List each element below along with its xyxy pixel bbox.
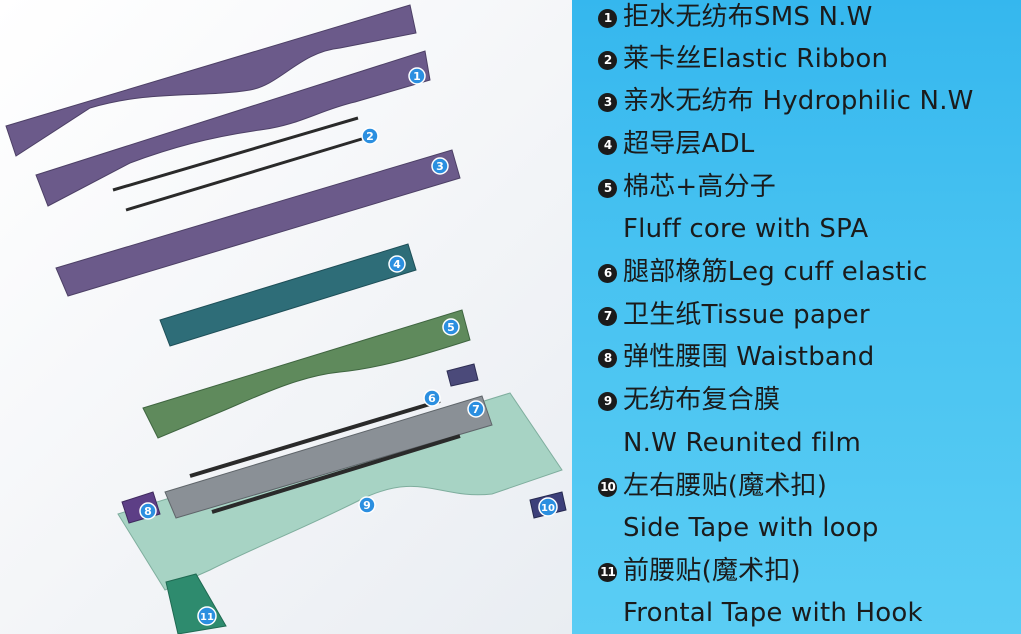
legend-item-9: 9 无纺布复合膜 [598,385,780,415]
marker-10: 10 [538,497,558,517]
legend-item-11-sub: Frontal Tape with Hook [598,598,923,628]
svg-text:11: 11 [200,612,214,623]
layer-fluff-core [142,309,471,439]
marker-5: 5 [442,318,460,336]
marker-6: 6 [423,389,441,407]
legend-label: 拒水无纺布SMS N.W [623,2,873,32]
layer-tissue-paper [164,395,493,519]
elastic-ribbon-b [125,136,366,212]
layer-third-purple [55,149,461,297]
number-badge: 5 [598,179,617,198]
legend-label: 莱卡丝Elastic Ribbon [623,44,889,74]
legend-label: 卫生纸Tissue paper [623,300,870,330]
legend-label: 棉芯+高分子 [623,172,776,202]
legend-item-3: 3 亲水无纺布 Hydrophilic N.W [598,86,974,116]
number-badge: 3 [598,93,617,112]
marker-3: 3 [431,157,449,175]
number-badge: 1 [598,9,617,28]
legend-item-9-sub: N.W Reunited film [598,428,861,458]
legend-item-10-sub: Side Tape with loop [598,513,879,543]
svg-text:7: 7 [472,403,480,416]
legend-label: 前腰贴(魔术扣) [623,556,801,586]
legend-label: 无纺布复合膜 [623,385,781,415]
legend-label: Side Tape with loop [623,513,879,543]
legend-item-1: 1 拒水无纺布SMS N.W [598,2,873,32]
elastic-ribbon-a [112,116,359,192]
exploded-diagram: 1 2 3 4 5 6 7 8 9 10 11 [0,0,572,634]
marker-4: 4 [388,255,406,273]
legend-item-6: 6 腿部橡筋Leg cuff elastic [598,257,928,287]
number-badge: 7 [598,307,617,326]
svg-text:1: 1 [413,70,421,83]
frontal-tape [165,573,227,634]
legend-label: 腿部橡筋Leg cuff elastic [623,257,928,287]
number-badge: 10 [598,478,617,497]
legend-label: Frontal Tape with Hook [623,598,923,628]
legend-panel: 1 拒水无纺布SMS N.W 2 莱卡丝Elastic Ribbon 3 亲水无纺布 … [572,0,1021,634]
svg-text:5: 5 [447,321,455,334]
svg-text:4: 4 [393,258,401,271]
number-badge: 8 [598,349,617,368]
legend-label: 超导层ADL [623,129,755,159]
svg-text:9: 9 [363,499,371,512]
legend-label: 弹性腰围 Waistband [623,342,875,372]
marker-9: 9 [358,496,376,514]
marker-2: 2 [361,127,379,145]
number-badge: 4 [598,136,617,155]
layer-adl [159,243,417,347]
waistband-top [446,363,479,387]
svg-text:8: 8 [144,505,152,518]
svg-text:6: 6 [428,392,436,405]
legend-item-2: 2 莱卡丝Elastic Ribbon [598,44,888,74]
svg-text:10: 10 [541,503,555,514]
legend-label: N.W Reunited film [623,428,862,458]
marker-11: 11 [197,606,217,626]
number-badge: 6 [598,264,617,283]
layer-sms-nw [5,4,417,157]
marker-8: 8 [139,502,157,520]
legend-item-5: 5 棉芯+高分子 [598,172,776,202]
legend-label: 亲水无纺布 Hydrophilic N.W [623,86,974,116]
legend-item-5-sub: Fluff core with SPA [598,214,868,244]
leg-cuff-elastic-a [189,399,441,478]
svg-text:2: 2 [366,130,374,143]
legend-item-7: 7 卫生纸Tissue paper [598,300,870,330]
svg-text:3: 3 [436,160,444,173]
legend-item-11: 11 前腰贴(魔术扣) [598,556,801,586]
number-badge: 2 [598,51,617,70]
legend-item-8: 8 弹性腰围 Waistband [598,342,874,372]
legend-item-10: 10 左右腰贴(魔术扣) [598,471,827,501]
diaper-layers-svg: 1 2 3 4 5 6 7 8 9 10 11 [5,4,567,634]
leg-cuff-elastic-b [211,434,461,514]
legend-label: 左右腰贴(魔术扣) [623,471,828,501]
number-badge: 9 [598,392,617,411]
marker-7: 7 [467,400,485,418]
marker-1: 1 [408,67,426,85]
legend-item-4: 4 超导层ADL [598,129,755,159]
layer-hydrophilic-nw [35,50,431,207]
legend-label: Fluff core with SPA [623,214,869,244]
number-badge: 11 [598,563,617,582]
